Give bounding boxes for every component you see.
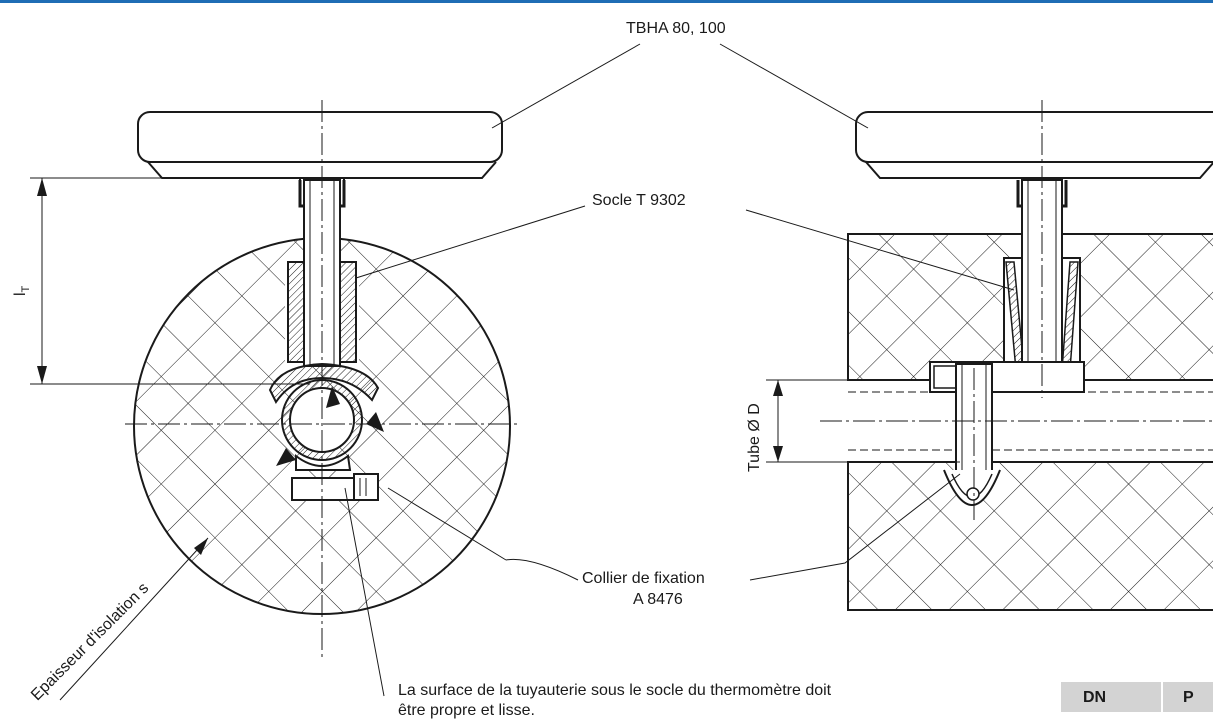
model-label: TBHA 80, 100 <box>626 20 726 37</box>
lt-subscript: T <box>20 285 33 293</box>
note-line1: La surface de la tuyauterie sous le socl… <box>398 682 832 699</box>
leader-lines <box>344 43 1015 697</box>
top-accent-bar <box>0 0 1213 3</box>
dimension-table-header: DN P <box>1061 682 1213 712</box>
gauge-head <box>137 111 503 163</box>
right-gauge-head <box>855 111 1213 163</box>
collier-label-line2: A 8476 <box>633 591 683 608</box>
lt-dimension-label: lT <box>12 286 35 296</box>
collier-label-line1: Collier de fixation <box>582 570 705 587</box>
socle-label: Socle T 9302 <box>592 192 686 209</box>
left-view <box>30 100 518 701</box>
table-header-dn: DN <box>1083 689 1107 706</box>
table-header-divider <box>1161 682 1163 712</box>
insulation-lower <box>847 461 1213 611</box>
tube-diameter-label: Tube Ø D <box>746 403 763 472</box>
note-line2: être propre et lisse. <box>398 702 535 719</box>
lt-main: l <box>12 292 29 296</box>
table-header-p: P <box>1183 689 1194 706</box>
right-view <box>766 100 1213 611</box>
saddle <box>268 362 380 404</box>
